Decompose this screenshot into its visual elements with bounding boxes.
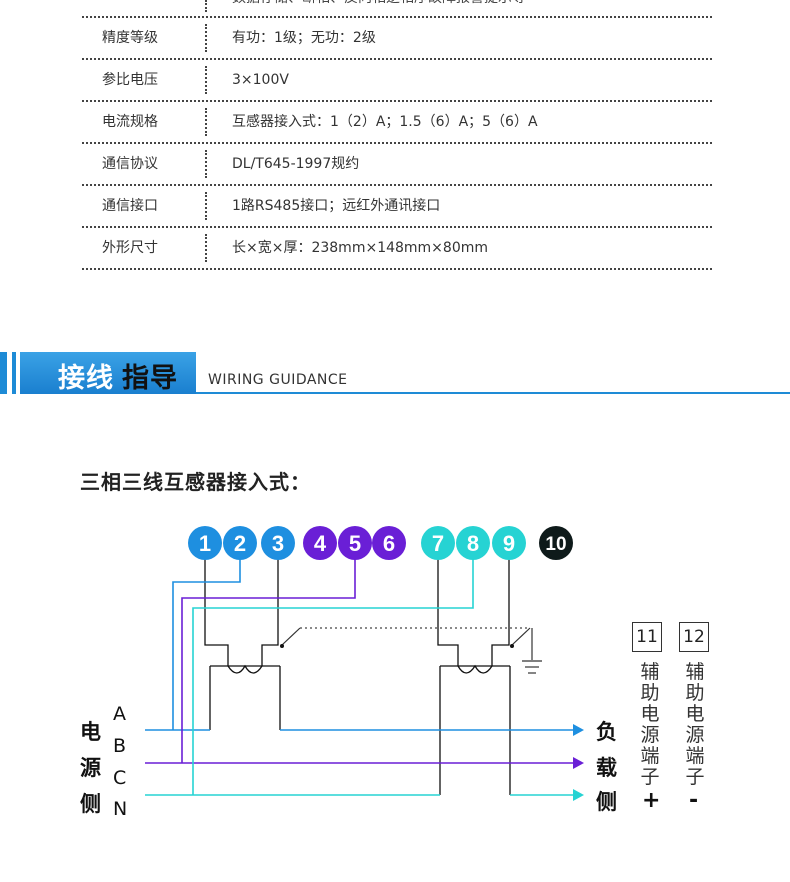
spec-key: 外形尺寸 — [102, 240, 158, 256]
arrow-icon — [573, 789, 584, 801]
spec-value: 1路RS485接口；远红外通讯接口 — [232, 198, 441, 214]
spec-row: 通信协议 DL/T645-1997规约 — [82, 144, 712, 186]
spec-value: 有功：1级；无功：2级 — [232, 30, 376, 46]
diagram-title: 三相三线互感器接入式： — [80, 470, 311, 494]
switch-blade — [281, 627, 301, 646]
aux-terminal-11: 11 — [632, 622, 662, 652]
column-divider — [205, 24, 207, 52]
spec-row: 数据存储、断相、反向相逆相序故障报警提示等 — [82, 0, 712, 18]
terminal-9 — [492, 526, 526, 560]
phase-c-wire — [145, 558, 575, 796]
arrow-icon — [573, 757, 584, 769]
section-title-part2: 指导 — [122, 363, 178, 394]
aux-terminal-caption: 辅助电源端子 — [685, 661, 705, 788]
terminal-2 — [223, 526, 257, 560]
current-transformer-c — [437, 558, 511, 795]
terminal-6 — [372, 526, 406, 560]
load-side-label: 负 — [596, 720, 617, 744]
section-subtitle: WIRING GUIDANCE — [208, 372, 348, 388]
column-divider — [205, 108, 207, 136]
phase-label-n: N — [113, 798, 128, 820]
spec-row: 电流规格 互感器接入式：1（2）A；1.5（6）A；5（6）A — [82, 102, 712, 144]
spec-key: 通信协议 — [102, 156, 158, 172]
terminal-4 — [303, 526, 337, 560]
section-title-part1: 接线 — [58, 363, 114, 394]
section-header: 接线 指导 WIRING GUIDANCE — [0, 352, 790, 396]
spec-value: 互感器接入式：1（2）A；1.5（6）A；5（6）A — [232, 114, 538, 130]
accent-bar — [0, 352, 7, 394]
terminal-label: 9 — [503, 531, 515, 556]
arrow-icon — [573, 724, 584, 736]
terminal-label: 2 — [234, 531, 246, 556]
spec-value: 数据存储、断相、反向相逆相序故障报警提示等 — [232, 0, 526, 8]
terminal-3 — [261, 526, 295, 560]
spec-key: 精度等级 — [102, 30, 158, 46]
terminal-label: 10 — [545, 534, 566, 555]
spec-table: 数据存储、断相、反向相逆相序故障报警提示等 精度等级 有功：1级；无功：2级 参… — [82, 0, 712, 270]
phase-label-c: C — [113, 767, 127, 789]
terminal-1 — [188, 526, 222, 560]
terminal-label: 3 — [272, 531, 284, 556]
phase-a-wire — [145, 558, 575, 731]
load-side-label: 载 — [596, 756, 617, 780]
load-side-label: 侧 — [596, 790, 617, 814]
switch-contacts — [280, 644, 514, 648]
spec-key: 电流规格 — [102, 114, 158, 130]
section-underline — [196, 392, 790, 394]
column-divider — [205, 0, 207, 12]
terminal-8 — [456, 526, 490, 560]
column-divider — [205, 234, 207, 262]
column-divider — [205, 66, 207, 94]
phase-b-wire — [145, 558, 575, 764]
terminal-10 — [539, 526, 573, 560]
spec-key: 参比电压 — [102, 72, 158, 88]
terminal-label: 6 — [383, 531, 395, 556]
phase-label-b: B — [113, 735, 127, 757]
accent-bar — [12, 352, 16, 394]
spec-value: 3×100V — [232, 72, 289, 88]
column-divider — [205, 150, 207, 178]
aux-sign-plus: + — [642, 788, 661, 813]
source-side-label: 电 — [80, 720, 101, 744]
aux-terminal-12: 12 — [679, 622, 709, 652]
source-side-label: 侧 — [80, 792, 101, 816]
terminal-label: 5 — [349, 531, 361, 556]
terminal-label: 1 — [199, 531, 211, 556]
terminal-label: 7 — [432, 531, 444, 556]
terminal-5 — [338, 526, 372, 560]
switch-blade — [511, 627, 531, 646]
spec-row: 通信接口 1路RS485接口；远红外通讯接口 — [82, 186, 712, 228]
phase-label-a: A — [113, 703, 126, 725]
spec-key: 通信接口 — [102, 198, 158, 214]
terminal-labels: 1 2 3 4 5 6 7 8 9 10 — [199, 531, 567, 556]
terminal-label: 8 — [467, 531, 479, 556]
spec-row: 参比电压 3×100V — [82, 60, 712, 102]
spec-row: 外形尺寸 长×宽×厚：238mm×148mm×80mm — [82, 228, 712, 270]
section-title-box — [20, 352, 196, 394]
aux-sign-minus: - — [689, 788, 699, 813]
spec-value: DL/T645-1997规约 — [232, 156, 360, 172]
source-side-label: 源 — [80, 756, 101, 780]
spec-row: 精度等级 有功：1级；无功：2级 — [82, 18, 712, 60]
terminal-label: 4 — [314, 531, 327, 556]
spec-value: 长×宽×厚：238mm×148mm×80mm — [232, 240, 489, 256]
current-transformer-a — [204, 558, 281, 730]
terminal-circles — [188, 526, 573, 560]
aux-terminal-caption: 辅助电源端子 — [640, 661, 660, 788]
column-divider — [205, 192, 207, 220]
terminal-7 — [421, 526, 455, 560]
